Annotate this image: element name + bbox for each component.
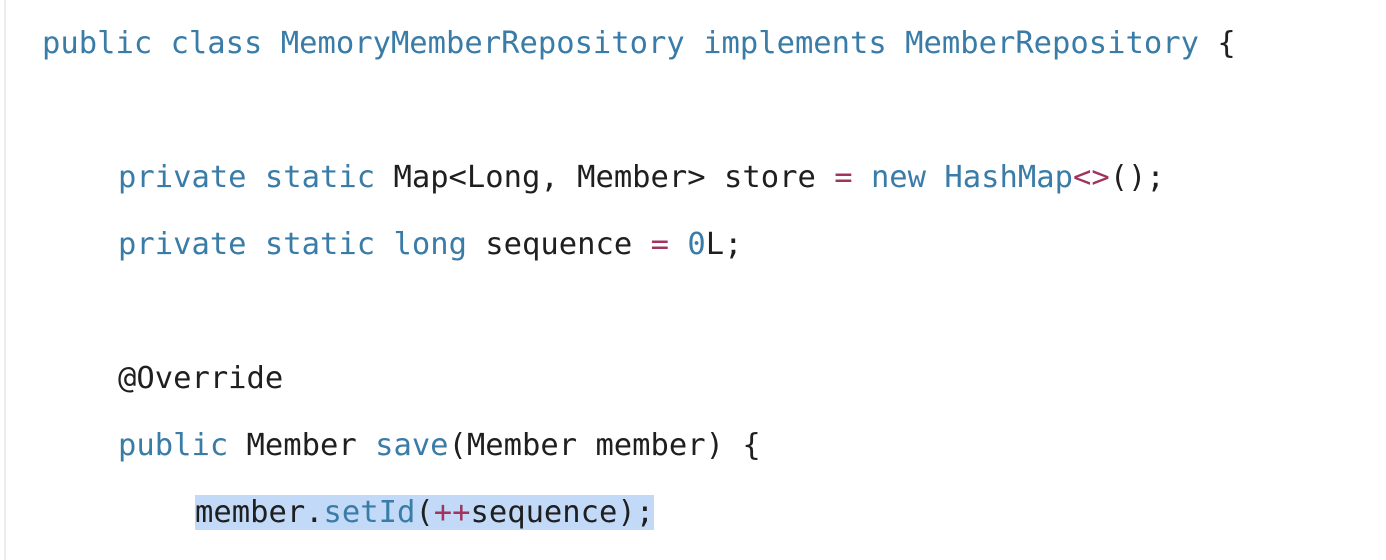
code-token — [152, 26, 170, 61]
code-token: private — [118, 160, 247, 195]
code-line-6[interactable]: @Override — [42, 353, 1236, 420]
code-token — [887, 26, 905, 61]
code-token: ( — [415, 495, 434, 530]
code-token: 0 — [687, 227, 706, 262]
code-token: (Member member) { — [448, 428, 761, 463]
code-token: private — [118, 227, 247, 262]
code-token — [247, 227, 265, 262]
code-token — [853, 160, 871, 195]
code-token — [247, 160, 265, 195]
code-token — [262, 26, 280, 61]
code-token: setId — [323, 495, 416, 530]
code-token: { — [1198, 26, 1236, 61]
code-token: implements — [703, 26, 887, 61]
code-token: member. — [195, 495, 324, 530]
code-token: Member — [228, 428, 376, 463]
code-block[interactable]: public class MemoryMemberRepository impl… — [42, 18, 1236, 554]
code-token: = — [650, 227, 669, 262]
code-token: sequence); — [470, 495, 655, 530]
code-token: static — [264, 227, 376, 262]
code-line-7[interactable]: public Member save(Member member) { — [42, 420, 1236, 487]
code-token — [669, 227, 687, 262]
code-token: sequence — [466, 227, 651, 262]
code-token: static — [264, 160, 376, 195]
code-line-5[interactable]: ​ — [42, 286, 1236, 353]
code-token: MemoryMemberRepository — [280, 26, 685, 61]
left-border — [4, 0, 6, 560]
selected-text[interactable]: member.setId(++sequence); — [195, 495, 655, 530]
code-token — [926, 160, 944, 195]
code-token: (); — [1109, 160, 1165, 195]
code-line-2[interactable]: ​ — [42, 85, 1236, 152]
code-token: public — [42, 26, 153, 61]
code-token: ++ — [433, 495, 471, 530]
code-token: HashMap — [944, 160, 1073, 195]
code-token: public — [118, 428, 229, 463]
code-token: MemberRepository — [905, 26, 1199, 61]
code-token — [375, 227, 393, 262]
code-token: Map<Long, Member> store — [375, 160, 835, 195]
code-token — [685, 26, 703, 61]
code-token: @Override — [118, 361, 284, 396]
code-token: L; — [705, 227, 743, 262]
code-token: = — [834, 160, 853, 195]
code-line-8[interactable]: member.setId(++sequence); — [42, 487, 1236, 554]
code-token: class — [170, 26, 263, 61]
code-line-3[interactable]: private static Map<Long, Member> store =… — [42, 152, 1236, 219]
code-token: save — [375, 428, 449, 463]
code-token: <> — [1072, 160, 1110, 195]
code-line-4[interactable]: private static long sequence = 0L; — [42, 219, 1236, 286]
code-line-1[interactable]: public class MemoryMemberRepository impl… — [42, 18, 1236, 85]
code-token: long — [393, 227, 467, 262]
code-token: new — [870, 160, 927, 195]
